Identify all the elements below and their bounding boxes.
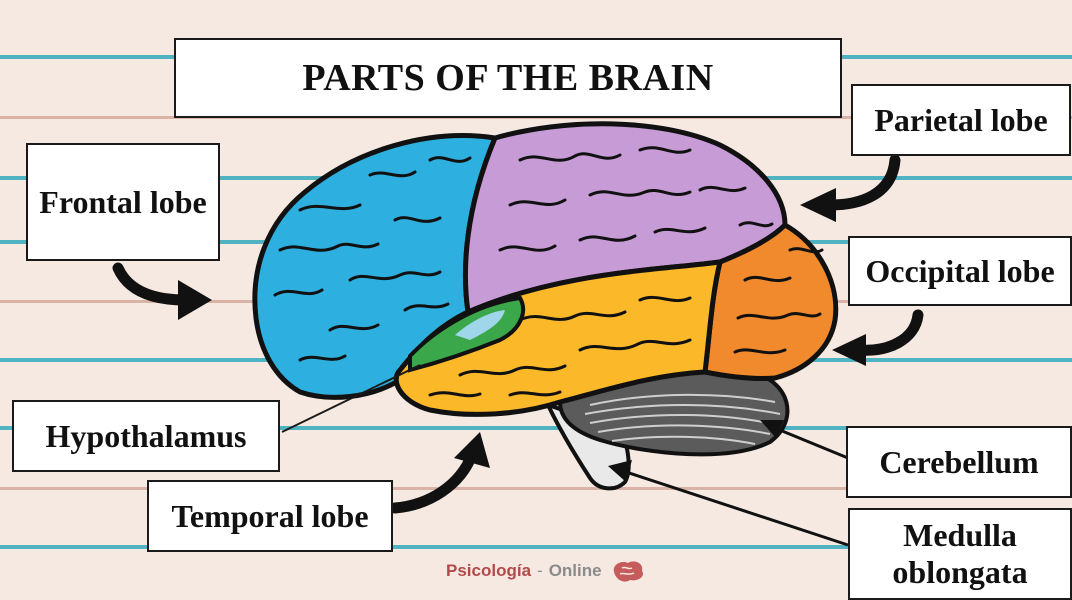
brand-separator: - xyxy=(537,561,543,581)
temporal-lobe-label: Temporal lobe xyxy=(147,480,393,552)
frontal-arrowhead xyxy=(178,280,212,320)
brand-name: Psicología xyxy=(446,561,531,581)
temporal-arrowhead xyxy=(454,432,490,468)
occipital-arrow xyxy=(860,315,918,350)
brain-logo-icon xyxy=(608,558,648,584)
medulla-oblongata-label: Medulla oblongata xyxy=(848,508,1072,600)
hypothalamus-label: Hypothalamus xyxy=(12,400,280,472)
occipital-lobe-label: Occipital lobe xyxy=(848,236,1072,306)
parietal-arrow xyxy=(830,160,895,205)
parietal-lobe-label: Parietal lobe xyxy=(851,84,1071,156)
parietal-arrowhead xyxy=(800,188,836,222)
brand-logo: Psicología-Online xyxy=(446,558,648,584)
occipital-arrowhead xyxy=(832,334,866,366)
frontal-arrow xyxy=(118,268,185,300)
frontal-lobe-label: Frontal lobe xyxy=(26,143,220,261)
cerebellum-arrow-line xyxy=(770,426,848,458)
brand-suffix: Online xyxy=(549,561,602,581)
page-title: PARTS OF THE BRAIN xyxy=(174,38,842,118)
cerebellum-label: Cerebellum xyxy=(846,426,1072,498)
medulla-arrow-line xyxy=(620,470,848,545)
temporal-arrow xyxy=(395,455,472,508)
